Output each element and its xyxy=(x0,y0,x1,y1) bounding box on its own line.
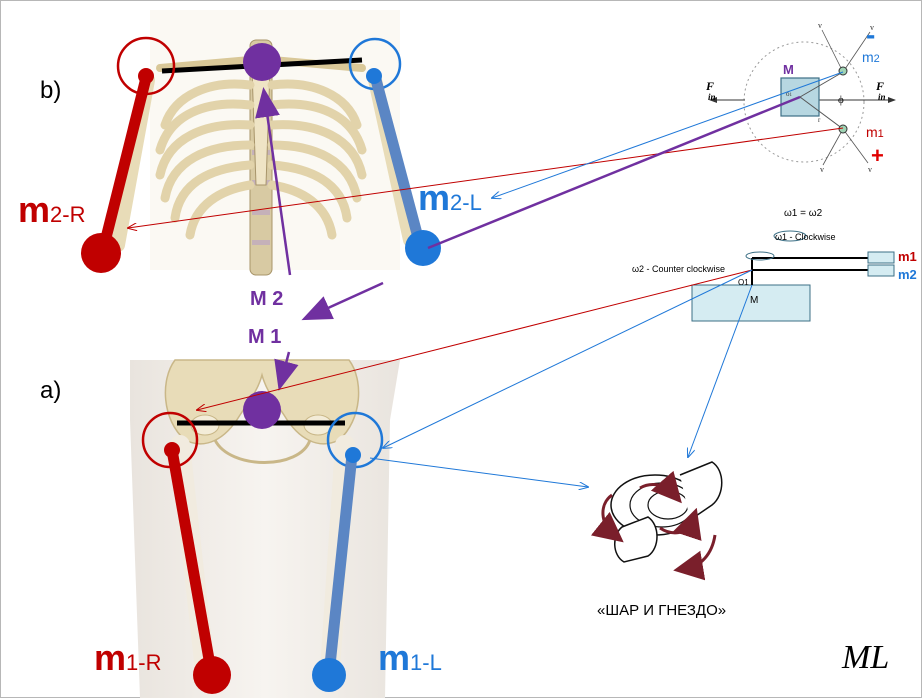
label-v-top-right: v xyxy=(870,23,874,32)
label-v-bottom-left: v xyxy=(820,165,824,174)
label-mid-m2: m2 xyxy=(898,267,917,282)
omega1-clockwise: ω1 - Clockwise xyxy=(775,232,836,242)
plus-sign: + xyxy=(871,143,884,168)
label-b: b) xyxy=(40,77,61,104)
rotation-diagram-mid xyxy=(692,231,894,321)
ball-socket-caption: «ШАР И ГНЕЗДО» xyxy=(597,602,726,619)
label-top-m2: m2 xyxy=(862,49,880,65)
label-M2: M 2 xyxy=(250,288,283,310)
M2-to-M1-arrow xyxy=(306,283,383,318)
label-m1-L: m1-L xyxy=(378,637,442,678)
label-v-bottom-right: v xyxy=(868,165,872,174)
label-mid-M: M xyxy=(750,295,758,306)
label-phi: ϕ xyxy=(838,94,844,106)
label-M1: M 1 xyxy=(248,326,281,348)
label-a: a) xyxy=(40,377,61,404)
mass-M2-dot xyxy=(243,43,281,81)
label-mid-o1: O1 xyxy=(738,278,749,287)
label-mid-m1: m1 xyxy=(898,249,917,264)
label-r: r xyxy=(818,116,821,124)
omega2-counter-clockwise: ω2 - Counter clockwise xyxy=(632,264,725,274)
label-m2-L: m2-L xyxy=(418,177,482,218)
label-top-M: M xyxy=(783,62,794,77)
label-top-m1: m1 xyxy=(866,124,884,140)
ball-socket-icon xyxy=(603,462,722,568)
omega-equation: ω1 = ω2 xyxy=(784,208,823,219)
label-v-top-left: v xyxy=(818,21,822,30)
signature: ML xyxy=(841,639,889,676)
label-m2-R: m2-R xyxy=(18,189,85,230)
